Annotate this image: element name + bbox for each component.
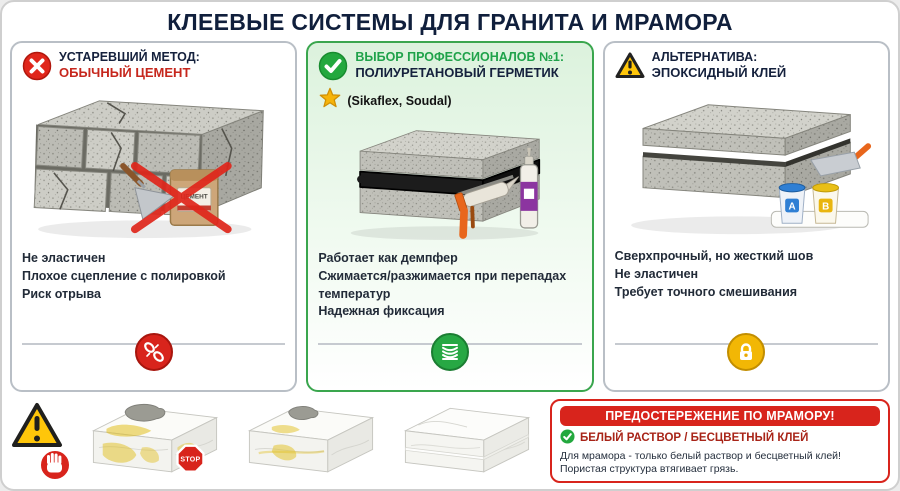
epoxy-bullets: Сверхпрочный, но жесткий шов Не эластиче… (615, 248, 878, 301)
page-title: КЛЕЕВЫЕ СИСТЕМЫ ДЛЯ ГРАНИТА И МРАМОРА (167, 9, 733, 35)
sealant-cartridge (520, 147, 539, 229)
cement-bag-label: ЦЕМЕНТ (181, 194, 208, 201)
check-circle-icon (560, 429, 575, 447)
padlock-icon (727, 333, 766, 371)
bottom-warning-icons (10, 399, 72, 483)
panel-cement-heading1: УСТАРЕВШИЙ МЕТОД: (59, 50, 200, 64)
panel-sealant-headings: ВЫБОР ПРОФЕССИОНАЛОВ №1: ПОЛИУРЕТАНОВЫЙ … (355, 50, 564, 81)
marble-warning-banner: ПРЕДОСТЕРЕЖЕНИЕ ПО МРАМОРУ! (560, 406, 880, 426)
panel-epoxy-headings: АЛЬТЕРНАТИВА: ЭПОКСИДНЫЙ КЛЕЙ (652, 50, 787, 81)
panels-row: УСТАРЕВШИЙ МЕТОД: ОБЫЧНЫЙ ЦЕМЕНТ (10, 41, 890, 392)
check-circle-icon (318, 51, 348, 86)
stain-marks (258, 425, 325, 461)
panel-sealant: ВЫБОР ПРОФЕССИОНАЛОВ №1: ПОЛИУРЕТАНОВЫЙ … (306, 41, 594, 392)
cup-a-label: A (788, 201, 795, 212)
panel-sealant-heading1: ВЫБОР ПРОФЕССИОНАЛОВ №1: (355, 50, 565, 64)
red-cross-overlay-icon (130, 162, 232, 234)
sealant-illustration (318, 117, 581, 245)
stop-hand-icon (39, 449, 71, 481)
bullet: Требует точного смешивания (614, 284, 798, 299)
cup-b-label: B (822, 201, 829, 212)
panel-cement-heading2: ОБЫЧНЫЙ ЦЕМЕНТ (59, 65, 191, 80)
panel-sealant-brands-row: (Sikaflex, Soudal) (319, 87, 581, 114)
epoxy-slabs (642, 104, 851, 199)
marble-warning-subtitle-row: БЕЛЫЙ РАСТВОР / БЕСЦВЕТНЫЙ КЛЕЙ (560, 429, 880, 447)
broken-chain-icon (134, 333, 173, 371)
panel-epoxy-footer (614, 333, 878, 385)
marble-warning-note: ПРЕДОСТЕРЕЖЕНИЕ ПО МРАМОРУ! БЕЛЫЙ РАСТВО… (550, 399, 890, 483)
marble-warning-row: STOP (10, 399, 890, 483)
marble-warning-body: Для мрамора - только белый раствор и бес… (560, 450, 841, 476)
marble-warning-subtitle: БЕЛЫЙ РАСТВОР / БЕСЦВЕТНЫЙ КЛЕЙ (580, 432, 809, 444)
panel-epoxy-heading2: ЭПОКСИДНЫЙ КЛЕЙ (651, 65, 787, 80)
mortar-blob (124, 403, 166, 422)
panel-sealant-heading3: (Sikaflex, Soudal) (347, 93, 452, 108)
warning-triangle-icon (12, 403, 62, 447)
mixing-spatula (809, 143, 871, 177)
top-slab (359, 130, 541, 180)
trowel (120, 163, 176, 221)
cement-bullets: Не эластичен Плохое сцепление с полировк… (22, 250, 285, 303)
panel-epoxy-heading1: АЛЬТЕРНАТИВА: (651, 50, 758, 64)
panel-cement-header: УСТАРЕВШИЙ МЕТОД: ОБЫЧНЫЙ ЦЕМЕНТ (22, 50, 285, 86)
bullet: Надежная фиксация (318, 304, 445, 319)
mortar-blob (288, 406, 319, 420)
panel-cement: УСТАРЕВШИЙ МЕТОД: ОБЫЧНЫЙ ЦЕМЕНТ (10, 41, 298, 392)
white-glue-joint (405, 433, 529, 461)
bullet: Плохое сцепление с полировкой (22, 268, 226, 283)
bullet: Сжимается/разжимается при перепадах темп… (318, 268, 567, 301)
stop-sign-label: STOP (180, 457, 200, 464)
panel-cement-headings: УСТАРЕВШИЙ МЕТОД: ОБЫЧНЫЙ ЦЕМЕНТ (59, 50, 200, 81)
panel-sealant-header: ВЫБОР ПРОФЕССИОНАЛОВ №1: ПОЛИУРЕТАНОВЫЙ … (318, 50, 581, 86)
marble-block-stained-1: STOP (82, 399, 228, 483)
epoxy-cups: A B (770, 183, 869, 228)
sealant-bullets: Работает как демпфер Сжимается/разжимает… (318, 250, 581, 321)
epoxy-illustration: A B (615, 87, 878, 243)
bullet: Не эластичен (22, 251, 106, 265)
caulking-gun (454, 174, 520, 239)
spring-icon (430, 333, 469, 371)
cross-circle-icon (22, 51, 52, 86)
warning-triangle-icon (615, 51, 645, 84)
bullet: Риск отрыва (22, 286, 101, 301)
marble-block-clean (394, 399, 540, 483)
stop-sign-icon: STOP (176, 444, 205, 473)
bullet: Сверхпрочный, но жесткий шов (614, 249, 814, 263)
panel-sealant-heading2: ПОЛИУРЕТАНОВЫЙ ГЕРМЕТИК (355, 65, 559, 80)
bullet: Не эластичен (614, 266, 699, 281)
panel-epoxy: АЛЬТЕРНАТИВА: ЭПОКСИДНЫЙ КЛЕЙ (602, 41, 890, 392)
cement-illustration: ЦЕМЕНТ (22, 89, 285, 245)
panel-cement-footer (22, 333, 286, 385)
panel-epoxy-header: АЛЬТЕРНАТИВА: ЭПОКСИДНЫЙ КЛЕЙ (615, 50, 878, 84)
marble-block-stained-2 (238, 399, 384, 483)
bullet: Работает как демпфер (318, 251, 458, 265)
star-icon (319, 87, 341, 114)
panel-sealant-footer (318, 333, 582, 385)
stain-marks (102, 424, 197, 463)
